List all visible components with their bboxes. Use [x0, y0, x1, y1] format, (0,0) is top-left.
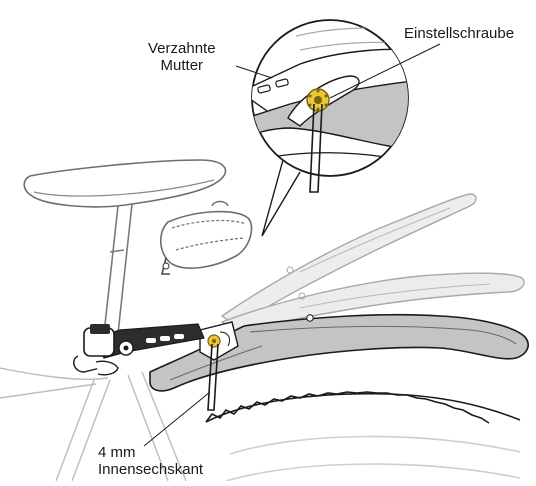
label-adjust-screw: Einstellschraube — [404, 25, 514, 42]
adjust-screw-zoom — [307, 89, 329, 111]
label-toothed-nut-line1: Verzahnte — [148, 40, 216, 57]
label-toothed-nut: Verzahnte Mutter — [148, 40, 216, 74]
rear-tire — [206, 392, 520, 481]
label-hex-key: 4 mm Innensechskant — [98, 444, 203, 478]
zoom-detail — [240, 20, 420, 192]
saddle-bag — [161, 202, 252, 275]
label-hex-key-line1: 4 mm — [98, 444, 203, 461]
main-fender — [150, 315, 528, 391]
zoom-callout-lines — [262, 160, 300, 236]
saddle — [24, 160, 225, 207]
label-hex-key-line2: Innensechskant — [98, 461, 203, 478]
label-toothed-nut-line2: Mutter — [148, 57, 216, 74]
